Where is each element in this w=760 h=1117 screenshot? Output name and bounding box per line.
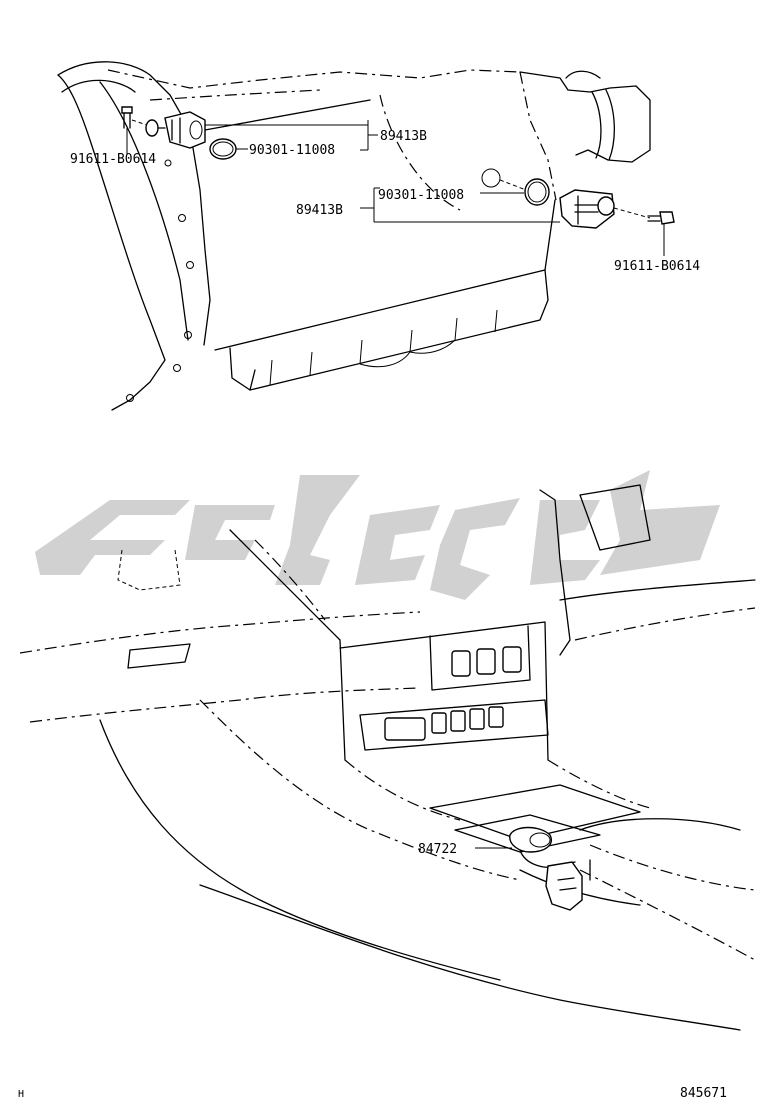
callout-89413b-upper: 89413B	[380, 129, 427, 144]
speed-sensor-right-icon	[559, 189, 615, 229]
callout-90301-11008-right: 90301-11008	[378, 188, 464, 203]
corner-mark: H	[18, 1089, 24, 1100]
callout-90301-11008-left: 90301-11008	[249, 143, 335, 158]
callout-91611-b0614-right: 91611-B0614	[614, 259, 700, 274]
console-illustration	[19, 484, 756, 1031]
console-part-84722-icon	[509, 826, 583, 911]
callout-91611-b0614-left: 91611-B0614	[70, 152, 156, 167]
bolt-right-icon	[647, 211, 675, 225]
callout-89413b-lower: 89413B	[296, 203, 343, 218]
watermark-logo	[35, 470, 720, 600]
illustration-number: 845671	[680, 1086, 727, 1101]
transmission-illustration	[57, 61, 651, 411]
speed-sensor-left-icon	[145, 111, 206, 149]
o-ring-right-icon	[524, 178, 550, 206]
callout-84722: 84722	[418, 842, 457, 857]
bolt-left-icon	[121, 106, 151, 129]
sensor-bore-icon	[481, 168, 501, 188]
